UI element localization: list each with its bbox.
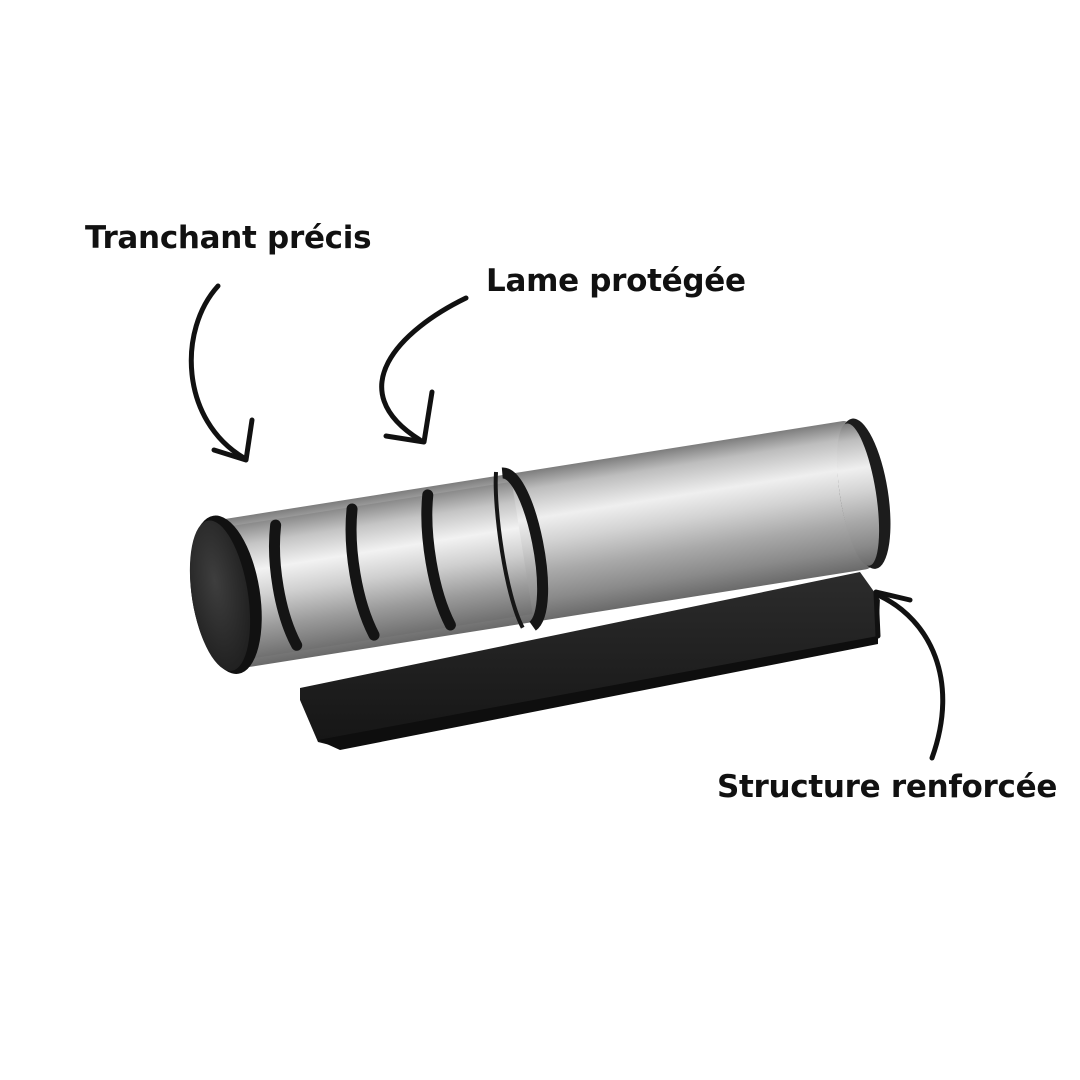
annotation-lame-protegee: Lame protégée: [486, 263, 746, 299]
separator-ring: [501, 467, 549, 631]
arrow-tranchant-icon: [188, 283, 255, 463]
sharpening-slots: [269, 489, 456, 651]
left-end-cap: [189, 520, 251, 671]
base-stand: [300, 572, 880, 750]
slot-coarse: [269, 519, 303, 651]
annotation-structure-renforcee: Structure renforcée: [717, 769, 1058, 805]
sharpener-body: [189, 418, 891, 674]
annotation-tranchant-precis: Tranchant précis: [85, 220, 372, 256]
arrow-lame-icon: [379, 295, 469, 445]
arrow-structure-icon: [873, 589, 946, 761]
slot-medium: [345, 503, 380, 641]
slot-fine: [421, 489, 456, 631]
